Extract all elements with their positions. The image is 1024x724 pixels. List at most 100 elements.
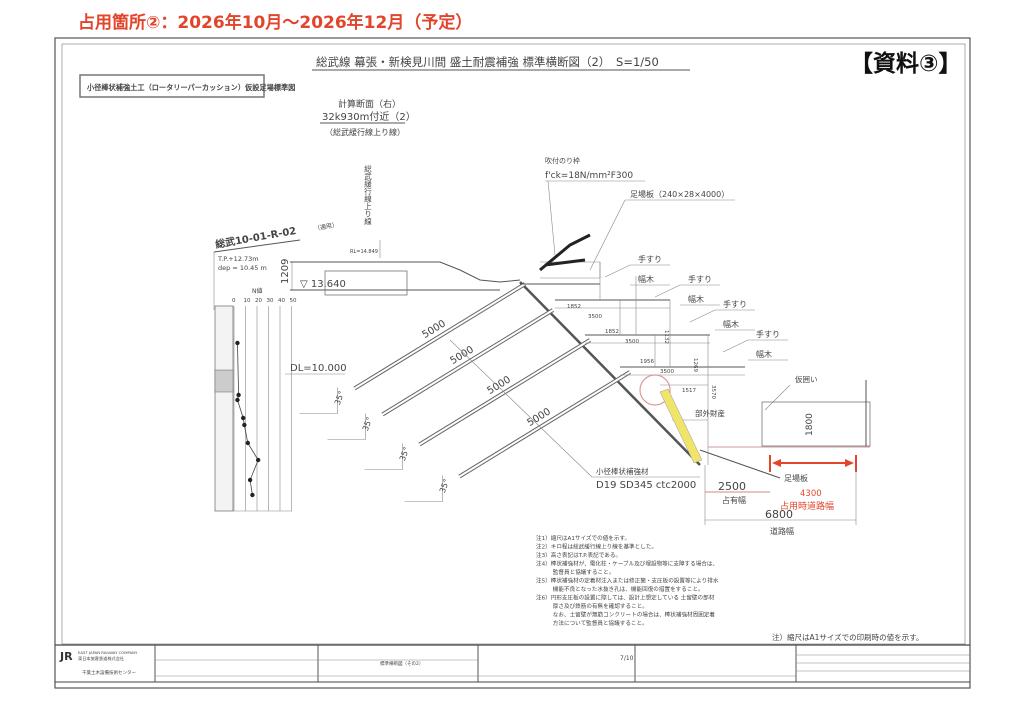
n-value-curve: [237, 342, 259, 496]
handrail-label: 手すり: [756, 329, 780, 339]
n-value-point: [242, 422, 247, 428]
boring-id: 総武10-01-R-02: [214, 224, 297, 251]
dl-label: DL=10.000: [290, 363, 347, 374]
plank-label: 足場板: [784, 473, 808, 483]
n-value-point: [241, 415, 246, 421]
angle-triangle: [404, 475, 443, 502]
note-line: 方法について監督員と協議すること。: [536, 619, 648, 627]
note-line: なお、土留壁が無筋コンクリートの場合は、棒状補強材周囲定着: [536, 611, 715, 619]
handrail-label: 手すり: [638, 254, 662, 264]
document-reference: 【資料③】: [850, 51, 962, 77]
spray-spec: f'ck=18N/mm²F300: [545, 171, 633, 181]
level-13640: ▽ 13.640: [300, 279, 346, 290]
road-width-value: 6800: [765, 508, 793, 521]
occupancy-period-title: 占用箇所②：2026年10月～2026年12月（予定）: [78, 13, 473, 33]
soil-layer-hatched: [214, 369, 234, 393]
angle-triangle: [299, 387, 338, 414]
road-width-label: 道路幅: [770, 526, 794, 536]
angle-triangle: [327, 413, 366, 440]
road-width-during-label: 占用時道路幅: [780, 500, 834, 512]
note-line: 監督員と協議すること。: [536, 568, 614, 576]
dimension-label: 1852: [605, 329, 619, 335]
toeboard-label: 幅木: [723, 319, 739, 329]
occupied-width-value: 2500: [718, 480, 746, 493]
dimension-label: 3570: [710, 385, 716, 399]
note-line: 注4）棒状補強材が、電化柱・ケーブル及び埋設物等に支障する場合は、: [536, 560, 718, 568]
handrail-label: 手すり: [688, 274, 712, 284]
note-line: 注2）キロ程は総武緩行線上り線を基準とした。: [536, 543, 657, 551]
n-value-point: [250, 492, 255, 498]
note-line: 厚さ及び鉄筋の有無を確認すること。: [536, 602, 648, 610]
track-label: 総武緩行線上り線: [363, 164, 372, 226]
n-tick-label: 20: [255, 298, 262, 304]
plank-spec: 足場板（240×28×4000）: [630, 189, 729, 199]
road-width-during-value: 4300: [800, 489, 822, 499]
fence-height: 1800: [805, 413, 815, 436]
reinforcement-label: 小径棒状補強材: [596, 466, 649, 476]
n-value-point: [255, 457, 261, 463]
handrail-label: 手すり: [723, 299, 747, 309]
inner-frame: [61, 43, 966, 645]
spray-label: 吹付のり枠: [545, 156, 580, 165]
exterior-property-label: 部外財産: [695, 408, 725, 418]
n-tick-label: 10: [244, 298, 251, 304]
dimension-label: 1956: [640, 359, 654, 365]
note-line: 注1）縮尺はA1サイズでの値を示す。: [536, 534, 630, 542]
rl-label: RL=14.849: [350, 249, 378, 255]
subtitle: 小径棒状補強土工（ロータリーパーカッション）仮設足場標準図: [86, 83, 295, 92]
scale-note: 注）縮尺はA1サイズでの印刷時の値を示す。: [772, 632, 923, 642]
center-name: 千葉土木設備技術センター: [82, 669, 136, 676]
boring-dep: dep = 10.45 m: [218, 264, 267, 272]
n-tick-label: 30: [267, 298, 274, 304]
retaining-wall-highlight: [659, 388, 703, 464]
section-line: （総武緩行線上り線）: [325, 127, 405, 137]
section-location: 32k930m付近（2）: [322, 110, 416, 123]
dimension-label: 1517: [682, 388, 696, 394]
n-value-label: N値: [252, 287, 263, 295]
note-line: 機能不良となった水抜き孔は、機能回復の措置をすること。: [536, 585, 704, 593]
drawing-name: 標準横断図（その2）: [380, 660, 423, 667]
sheet-number: 7/10: [620, 655, 634, 662]
angle-triangle: [364, 443, 403, 470]
n-value-point: [235, 340, 240, 346]
dimension-label: 1132: [663, 330, 669, 344]
soil-column: [214, 305, 234, 512]
dimension-label: 1852: [567, 304, 581, 310]
n-tick-label: 50: [290, 298, 297, 304]
title-block: JR EAST JAPAN RAILWAY COMPANY 東日本旅客鉄道株式会…: [55, 644, 970, 683]
height-1209: 1209: [280, 259, 291, 284]
occupied-width-label: 占有幅: [722, 495, 746, 505]
angle-label: 35°: [438, 478, 451, 494]
dimension-label: 3500: [660, 369, 674, 375]
section-label: 計算断面（右）: [338, 98, 401, 110]
detail-circle: [639, 374, 671, 406]
drawing-title: 総武線 幕張・新検見川間 盛土耐震補強 標準横断図（2） S=1/50: [316, 55, 659, 69]
n-tick-label: 40: [278, 298, 285, 304]
note-line: 注3）高さ表記はT.P.表記である。: [536, 551, 621, 559]
note-line: 注6）円形支圧板の設置に際しては、設計上想定している 土留壁の部材: [536, 594, 715, 602]
temporary-fence: [761, 401, 871, 447]
n-value-point: [235, 397, 240, 403]
note-line: 注5）棒状補強材の定着材注入または修正箇・支圧板の設置等により排水: [536, 577, 719, 585]
company-en: EAST JAPAN RAILWAY COMPANY: [78, 650, 138, 655]
reinforcement-spec: D19 SD345 ctc2000: [596, 480, 696, 491]
angle-label: 35°: [333, 390, 346, 406]
toeboard-label: 幅木: [638, 274, 654, 284]
jr-logo: JR: [59, 650, 73, 663]
n-value-point: [236, 392, 241, 398]
track-box: [324, 270, 408, 296]
angle-label: 35°: [361, 416, 374, 432]
drilling-machine: [539, 233, 591, 272]
fence-label: 仮囲い: [795, 374, 818, 384]
boring-tp: T.P.+12.73m: [217, 255, 259, 263]
dimension-label: 1269: [692, 358, 698, 372]
toeboard-label: 幅木: [688, 294, 704, 304]
toeboard-label: 幅木: [756, 349, 772, 359]
outer-frame: [54, 37, 971, 689]
n-value-point: [247, 477, 253, 483]
company-jp: 東日本旅客鉄道株式会社: [78, 655, 124, 662]
dimension-label: 3500: [625, 339, 639, 345]
n-value-point: [245, 440, 250, 446]
angle-label: 35°: [398, 446, 411, 462]
